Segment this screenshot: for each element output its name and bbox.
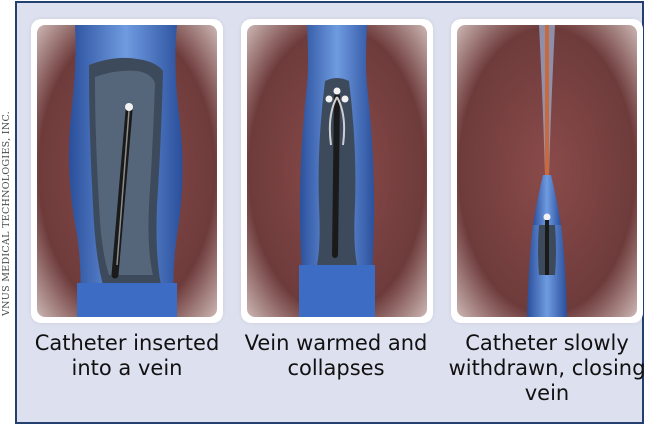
vein-catheter-inserted-image (37, 25, 217, 317)
vein-closing-image (457, 25, 637, 317)
photo-credit: VNUS MEDICAL TECHNOLOGIES, INC. (0, 0, 14, 427)
step-2-illustration (241, 19, 433, 323)
step-2-caption: Vein warmed and collapses (236, 331, 436, 381)
step-1-caption: Catheter inserted into a vein (27, 331, 227, 381)
illustration-panel: Catheter inserted into a vein Vein warme… (15, 1, 644, 424)
step-3-illustration (451, 19, 643, 323)
step-3-caption: Catheter slowly withdrawn, closing vein (447, 331, 647, 406)
photo-credit-text: VNUS MEDICAL TECHNOLOGIES, INC. (2, 111, 13, 316)
vein-warmed-collapses-image (247, 25, 427, 317)
step-1-illustration (31, 19, 223, 323)
